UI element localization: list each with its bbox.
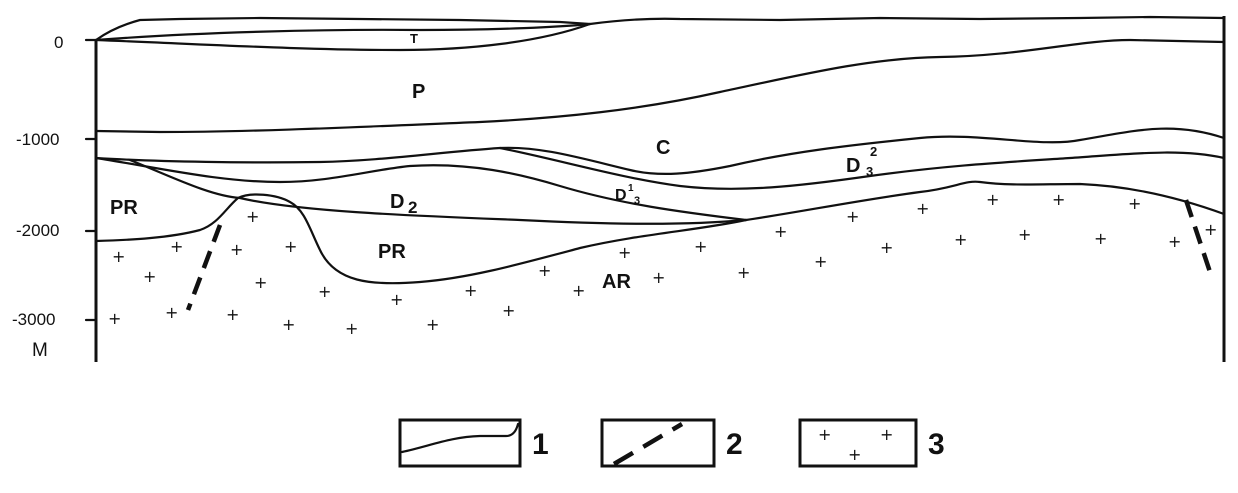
boundary-t-top (94, 22, 592, 42)
fault-line-symbol (612, 422, 684, 466)
legend-item-2: 2 (600, 418, 743, 468)
svg-text:+: + (572, 281, 585, 300)
svg-text:+: + (880, 238, 893, 257)
depth-tick-1000: -1000 (16, 130, 59, 149)
svg-text:+: + (226, 305, 239, 324)
boundary-p-base (94, 38, 1226, 134)
legend-item-3: + + + 3 (798, 418, 945, 468)
boundary-d3-1-base (94, 156, 748, 222)
boundary-d3-2-base (498, 146, 1226, 190)
legend-box-2 (600, 418, 716, 468)
svg-text:2: 2 (870, 144, 877, 159)
layer-label-pr-center: PR (378, 241, 406, 263)
svg-text:+: + (170, 237, 183, 256)
svg-text:+: + (1128, 194, 1141, 213)
svg-text:+: + (774, 222, 787, 241)
svg-text:+: + (694, 237, 707, 256)
svg-text:+: + (618, 243, 631, 262)
boundary-line-symbol (400, 422, 520, 454)
svg-text:3: 3 (634, 195, 640, 207)
svg-text:+: + (254, 273, 267, 292)
svg-text:+: + (1094, 229, 1107, 248)
layer-label-ar: AR (602, 271, 631, 293)
svg-text:+: + (502, 301, 515, 320)
svg-text:+: + (345, 319, 358, 338)
layer-label-d3-2: D 2 3 (846, 144, 877, 179)
svg-text:+: + (652, 268, 665, 287)
svg-text:3: 3 (928, 428, 945, 461)
svg-text:+: + (916, 199, 929, 218)
svg-text:1: 1 (532, 428, 549, 461)
svg-text:+: + (282, 315, 295, 334)
legend: 1 2 + + + 3 (398, 418, 945, 468)
layer-label-p: P (412, 81, 425, 103)
fault-left (185, 224, 223, 311)
layer-label-t: T (410, 31, 418, 46)
legend-box-3 (798, 418, 918, 468)
svg-text:2: 2 (408, 198, 417, 217)
svg-text:+: + (1168, 232, 1181, 251)
svg-text:+: + (464, 281, 477, 300)
layer-label-c: C (656, 137, 670, 159)
svg-text:+: + (230, 240, 243, 259)
svg-text:+: + (426, 315, 439, 334)
layer-label-pr-left: PR (110, 197, 138, 219)
svg-text:+: + (1052, 190, 1065, 209)
svg-text:+: + (846, 207, 859, 226)
depth-unit: M (32, 340, 48, 361)
svg-text:+: + (737, 263, 750, 282)
boundary-d2-base (128, 158, 748, 225)
layer-label-d3-1: D 1 3 (615, 183, 640, 207)
svg-text:+: + (814, 252, 827, 271)
boundary-c-base (94, 127, 1226, 176)
boundary-basement-left (94, 193, 748, 285)
svg-text:+: + (143, 267, 156, 286)
svg-text:+: + (390, 290, 403, 309)
basement-crosses: + + + + + + + + + + + + + + + + + + + + … (108, 190, 1217, 338)
svg-text:+: + (108, 309, 121, 328)
svg-text:+: + (818, 425, 831, 444)
svg-text:+: + (112, 247, 125, 266)
svg-text:+: + (880, 425, 893, 444)
boundary-basement-right (744, 180, 1226, 222)
svg-text:2: 2 (726, 428, 743, 461)
depth-tick-2000: -2000 (16, 221, 59, 240)
boundary-t-base (94, 22, 592, 52)
svg-text:3: 3 (866, 164, 873, 179)
svg-text:+: + (246, 207, 259, 226)
ground-surface (94, 15, 1226, 42)
depth-tick-0: 0 (54, 33, 63, 52)
svg-text:+: + (1018, 225, 1031, 244)
svg-text:D: D (390, 191, 404, 213)
svg-text:+: + (538, 261, 551, 280)
svg-text:+: + (986, 190, 999, 209)
svg-text:D: D (615, 187, 627, 204)
svg-text:+: + (318, 282, 331, 301)
svg-text:+: + (165, 303, 178, 322)
depth-axis: 0 -1000 -2000 -3000 M (12, 33, 98, 361)
legend-item-1: 1 (398, 418, 549, 468)
svg-text:+: + (848, 445, 861, 464)
svg-text:1: 1 (628, 183, 634, 194)
svg-text:D: D (846, 155, 860, 177)
legend-box-1 (398, 418, 522, 468)
svg-text:+: + (284, 237, 297, 256)
layer-label-d2: D 2 (390, 191, 417, 217)
svg-text:+: + (1204, 220, 1217, 239)
svg-text:+: + (954, 230, 967, 249)
fault-right (1183, 199, 1213, 273)
depth-tick-3000: -3000 (12, 310, 55, 329)
